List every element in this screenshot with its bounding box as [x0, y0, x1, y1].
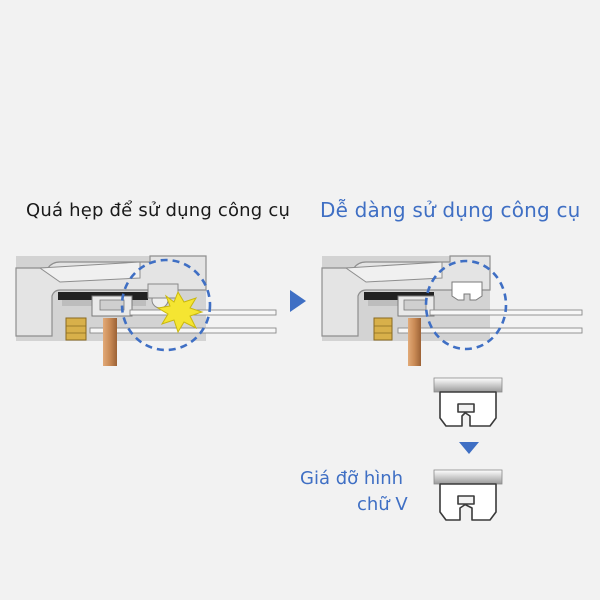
right-highlight-circle	[424, 259, 508, 351]
left-highlight-circle	[120, 258, 212, 352]
bracket-label-line2: chữ V	[357, 494, 408, 515]
left-panel-title: Quá hẹp để sử dụng công cụ	[26, 200, 291, 221]
right-panel-title: Dễ dàng sử dụng công cụ	[320, 198, 581, 222]
right-arrow-icon	[290, 290, 306, 312]
bracket-original-icon	[433, 377, 503, 427]
collision-burst-icon	[156, 290, 204, 334]
down-arrow-icon	[459, 442, 479, 454]
v-bracket-icon	[433, 469, 503, 521]
bracket-label-line1: Giá đỡ hình	[300, 468, 404, 489]
left-unit-illustration	[15, 255, 277, 366]
right-unit-illustration	[321, 255, 583, 366]
